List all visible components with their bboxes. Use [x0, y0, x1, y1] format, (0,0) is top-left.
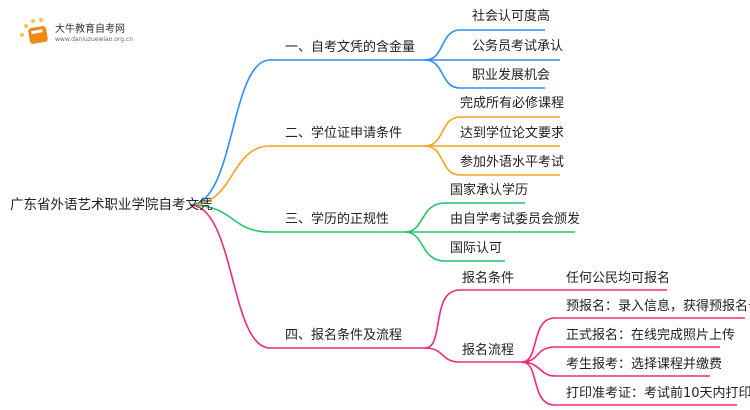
root-node: 广东省外语艺术职业学院自考文凭 [10, 197, 213, 213]
branch-label: 一、自考文凭的含金量 [285, 40, 416, 55]
branch-label: 四、报名条件及流程 [285, 328, 403, 343]
leaf-node: 国家承认学历 [450, 183, 529, 198]
leaf-node: 参加外语水平考试 [460, 155, 565, 170]
branch-4-edges [189, 204, 745, 406]
logo-icon [18, 17, 52, 51]
leaf-node: 考生报考：选择课程并缴费 [566, 357, 723, 372]
leaf-node: 达到学位论文要求 [460, 126, 565, 141]
leaf-node: 正式报名：在线完成照片上传 [566, 328, 736, 343]
branch-3-edges [189, 202, 575, 262]
leaf-node: 由自学考试委员会颁发 [450, 212, 581, 227]
leaf-node: 社会认可度高 [472, 9, 551, 24]
logo-title: 大牛教育自考网 [55, 24, 125, 35]
logo-url: www.daniuzuewiao.org.cn [55, 36, 134, 43]
leaf-node: 职业发展机会 [472, 68, 551, 83]
leaf-node: 打印准考证：考试前10天内打印 [566, 386, 750, 401]
sub-branch-label: 报名流程 [462, 343, 515, 358]
leaf-node: 预报名：录入信息，获得预报名号 [566, 299, 750, 314]
leaf-node: 国际认可 [450, 241, 503, 256]
leaf-node: 完成所有必修课程 [460, 96, 565, 111]
leaf-node: 任何公民均可报名 [566, 271, 671, 286]
branch-2-edges [189, 116, 560, 206]
branch-label: 二、学位证申请条件 [285, 126, 403, 141]
branch-label: 三、学历的正规性 [285, 212, 390, 227]
sub-branch-label: 报名条件 [462, 271, 515, 286]
leaf-node: 公务员考试承认 [472, 39, 564, 54]
branch-1-edges [189, 29, 560, 206]
